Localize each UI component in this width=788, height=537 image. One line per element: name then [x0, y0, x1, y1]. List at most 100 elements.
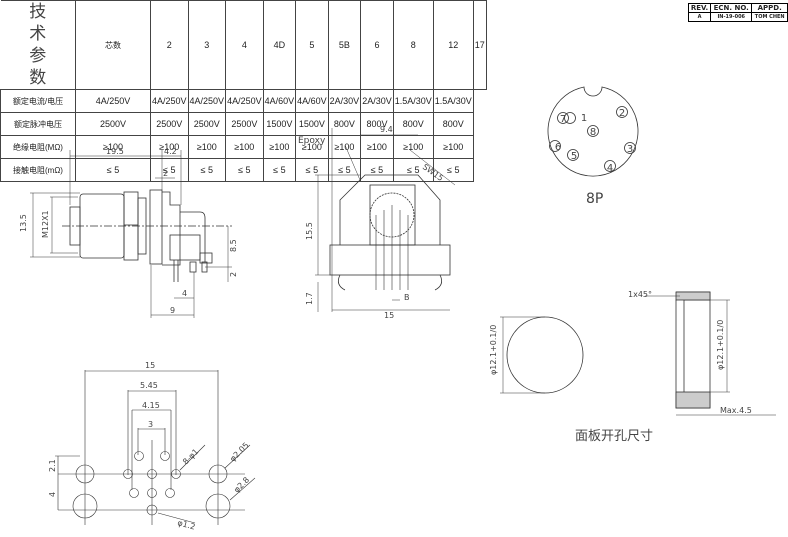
table-cell: 4A/250V [225, 89, 264, 113]
table-cell: ≥100 [392, 135, 434, 159]
dim-2: 2 [163, 169, 168, 178]
pin-number: 4 [607, 163, 613, 174]
dim-pcb-4: 4 [48, 492, 57, 497]
pin-hole [564, 112, 576, 124]
dim-2b: 2 [229, 272, 238, 277]
pin-number: 8 [590, 127, 596, 138]
dim-pcb-2-05: φ2.05 [228, 441, 251, 464]
column-header: 3 [187, 0, 227, 90]
table-cell: ≤ 5 [225, 158, 264, 182]
dim-pcb-8-holes: 8-φ1 [181, 447, 200, 466]
pin-number: 2 [619, 108, 625, 119]
pin-hole [557, 112, 569, 124]
table-cell: ≤ 5 [295, 158, 329, 182]
table-cell: 4A/250V [187, 89, 227, 113]
dim-pcb-2-1: 2.1 [48, 459, 57, 472]
panel-cutout-caption: 面板开孔尺寸 [575, 429, 653, 444]
column-header: 12 [432, 0, 474, 90]
dim-pcb-3: 3 [148, 420, 153, 429]
table-cell: ≤ 5 [392, 158, 434, 182]
dim-19-5: 19.5 [106, 147, 124, 156]
row-label: 额定脉冲电压 [0, 112, 76, 136]
front-view: Epoxy 9.4 SW15 15.5 1.7 15 B [298, 125, 456, 320]
table-cell: ≤ 5 [262, 158, 297, 182]
side-char: 数 [29, 68, 47, 88]
dim-cutout-dia: φ12.1+0.1/0 [489, 325, 498, 375]
pin-count-label: 8P [586, 191, 603, 207]
dim-sw15: SW15 [421, 162, 445, 183]
table-cell: 4A/60V [295, 89, 329, 113]
pin-number: 1 [581, 113, 587, 124]
pin-hole [567, 149, 579, 161]
dim-b: B [404, 293, 410, 302]
dim-pcb-4-15: 4.15 [142, 401, 160, 410]
table-cell: 800V [327, 112, 362, 136]
row-label: 接触电阻(mΩ) [0, 158, 76, 182]
dim-pcb-5-45: 5.45 [140, 381, 158, 390]
column-header: 8 [392, 0, 434, 90]
pin-hole [624, 142, 636, 154]
pin-number: 7 [560, 114, 566, 125]
panel-cutout: φ12.1+0.1/0 1x45° φ12.1+0.1/0 Max.4.5 面板… [489, 290, 776, 444]
table-cell: 1500V [262, 112, 297, 136]
dim-4: 4 [182, 289, 187, 298]
table-cell: ≥100 [225, 135, 264, 159]
dim-pcb-2-8: φ2.8 [232, 475, 251, 494]
side-char: 技 [29, 2, 47, 22]
pcb-layout: 15 5.45 4.15 3 2.1 4 8-φ1 φ2.05 φ2.8 φ1.… [48, 361, 256, 532]
table-cell: ≤ 5 [187, 158, 227, 182]
row-label: 绝缘电阻(MΩ) [0, 135, 76, 159]
dim-8-5: 8.5 [229, 239, 238, 252]
header-label: 芯数 [75, 0, 151, 90]
table-cell: 2A/30V [360, 89, 394, 113]
dim-chamfer: 1x45° [628, 290, 652, 299]
dim-15: 15 [384, 311, 394, 320]
table-cell: ≥100 [432, 135, 474, 159]
table-cell: 2A/30V [327, 89, 362, 113]
table-row: 绝缘电阻(MΩ)≥100≥100≥100≥100≥100≥100≥100≥100… [0, 135, 487, 159]
pin-number: 3 [627, 144, 633, 155]
table-cell: ≤ 5 [360, 158, 394, 182]
pin-hole [549, 140, 561, 152]
table-cell: ≤ 5 [75, 158, 151, 182]
dim-max: Max.4.5 [720, 406, 752, 415]
column-header: 2 [150, 0, 189, 90]
table-cell: 4A/60V [262, 89, 297, 113]
dim-m12: M12X1 [41, 210, 50, 238]
revision-cell: IN-19-006 [710, 12, 753, 22]
table-cell: 800V [432, 112, 474, 136]
table-cell: ≤ 5 [432, 158, 474, 182]
revision-cell: TOM CHEN [751, 12, 788, 22]
dim-pcb-1-2: φ1.2 [176, 518, 196, 531]
flange [149, 189, 163, 265]
pin-hole [604, 160, 616, 172]
side-char: 参 [29, 46, 47, 66]
side-label: 技 术 参 数 [0, 0, 76, 90]
column-header: 4 [225, 0, 264, 90]
dim-4-2: 4.2 [164, 147, 177, 156]
table-cell: 800V [360, 112, 394, 136]
table-cell: 4A/250V [150, 89, 189, 113]
dim-pcb-15: 15 [145, 361, 155, 370]
pin-number: 6 [555, 142, 561, 153]
side-char: 术 [29, 24, 47, 44]
dim-13-5: 13.5 [19, 214, 28, 232]
table-cell: 2500V [150, 112, 189, 136]
column-header: 5 [295, 0, 329, 90]
pin-hole [616, 106, 628, 118]
dim-15-5: 15.5 [305, 222, 314, 240]
epoxy-label: Epoxy [298, 136, 326, 146]
pin-hole [587, 125, 599, 137]
dim-1-7: 1.7 [305, 292, 314, 305]
dim-9: 9 [170, 306, 175, 315]
dim-9-4: 9.4 [380, 125, 393, 134]
column-header: 17 [472, 0, 487, 90]
column-header: 6 [360, 0, 394, 90]
